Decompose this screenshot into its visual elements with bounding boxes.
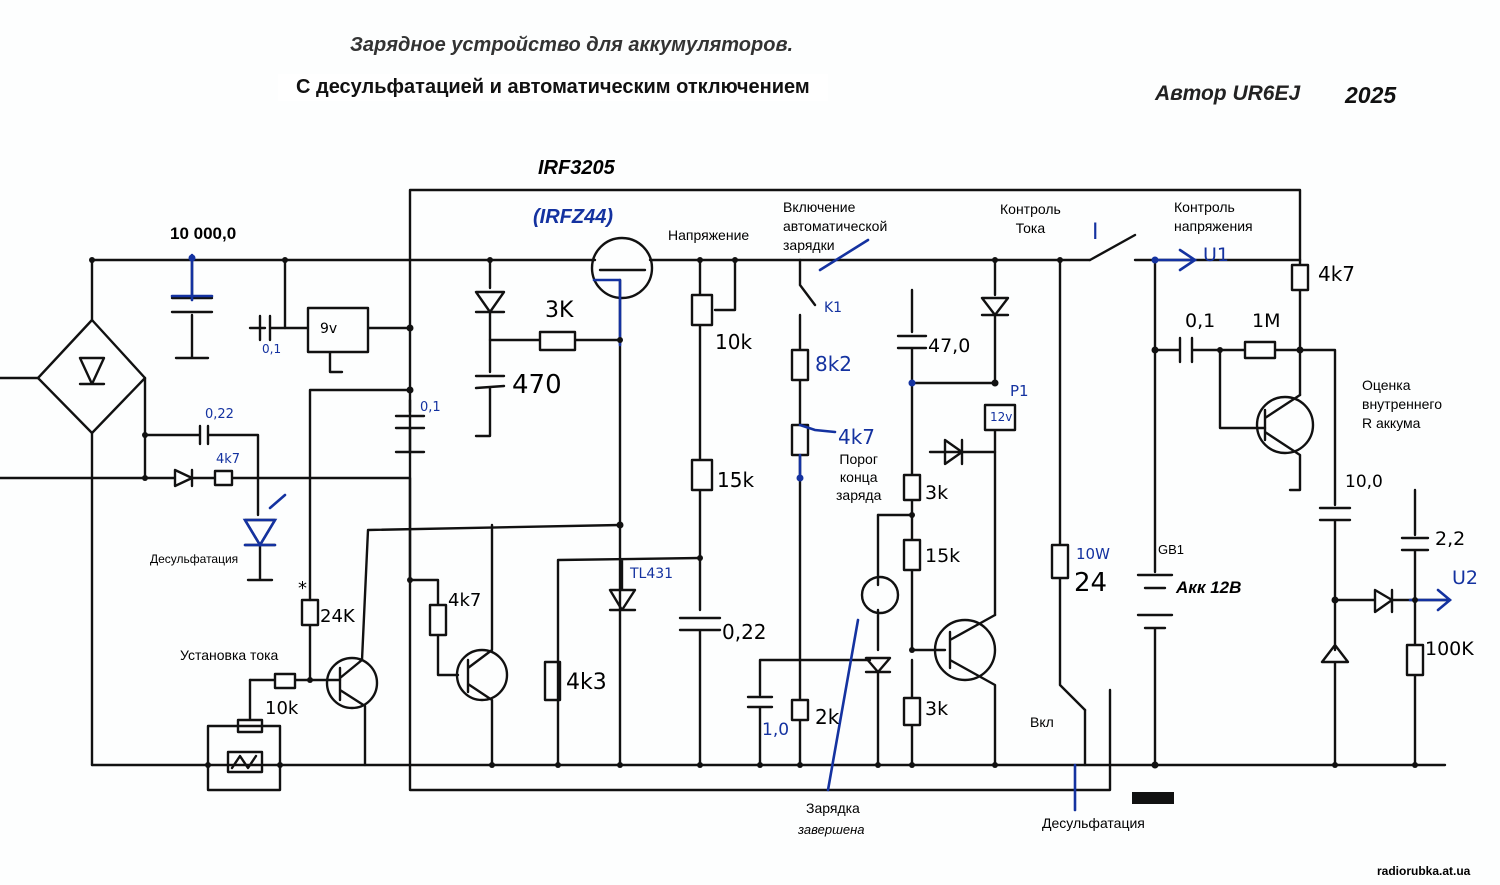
watermark: radiorubka.at.ua — [1377, 864, 1471, 878]
mosfet-alt-label: (IRFZ44) — [533, 206, 613, 228]
cap-47: 47,0 — [928, 335, 971, 357]
res-24k: 24K — [320, 606, 355, 627]
res-4k7-right: 4k7 — [1318, 262, 1356, 286]
res-4k7-trans: 4k7 — [448, 590, 482, 611]
res-10w: 10W — [1076, 545, 1110, 563]
cap-022-top: 0,22 — [205, 407, 234, 422]
desulf-led-label: Десульфатация — [150, 552, 239, 566]
battery-label: Акк 12В — [1176, 578, 1242, 597]
voltage-control-label: Контроль напряжения — [1174, 199, 1253, 234]
author-label: Автор UR6EJ — [1155, 82, 1301, 105]
regulator-label: 9v — [320, 321, 338, 337]
transistor-mid — [455, 523, 509, 767]
diagram-title: Зарядное устройство для аккумуляторов. — [350, 34, 794, 56]
tl431-label: TL431 — [630, 566, 674, 582]
relay-label: P1 — [1010, 382, 1029, 400]
res-3k-a: 3k — [925, 482, 949, 504]
cap-022-div: 0,22 — [722, 620, 767, 644]
main-cap-value: 10 000,0 — [170, 224, 237, 243]
switch-k1-label: K1 — [824, 300, 843, 316]
res-3k-gate: 3K — [545, 298, 574, 323]
current-control-label: Контроль Тока — [1000, 201, 1061, 236]
year-label: 2025 — [1345, 82, 1397, 108]
res-4k7-threshold: 4k7 — [838, 425, 876, 449]
res-1m: 1M — [1252, 310, 1281, 332]
current-symbol: I — [1092, 220, 1099, 245]
battery — [1133, 258, 1174, 797]
res-2k: 2k — [815, 705, 840, 729]
cap-470: 470 — [512, 370, 562, 400]
voltage-label: Напряжение — [668, 227, 750, 243]
transistor-right — [1255, 393, 1315, 492]
desulf-switch-label: Десульфатация — [1042, 815, 1145, 831]
cap-01-right: 0,1 — [1185, 310, 1216, 332]
auto-charge-label: Включение автоматической зарядки — [783, 199, 888, 253]
current-set-label: Установка тока — [180, 647, 279, 663]
res-4k7-led: 4k7 — [216, 452, 241, 467]
threshold-label: Порог конца заряда — [836, 451, 882, 503]
cap-2-2: 2,2 — [1435, 528, 1466, 550]
cap-10: 10,0 — [1345, 472, 1383, 492]
transistor-left — [325, 523, 622, 767]
charge-done-label-2: завершена — [798, 822, 865, 837]
mosfet-label: IRF3205 — [538, 157, 615, 179]
res-100k: 100K — [1425, 638, 1474, 660]
res-10k-volt: 10k — [715, 330, 753, 354]
regulator-9v — [283, 258, 412, 374]
res-15k-div: 15k — [717, 468, 755, 492]
relay-voltage-label: 12v — [990, 410, 1013, 424]
u1-label: U1 — [1203, 244, 1229, 266]
res-3k-b: 3k — [925, 698, 949, 720]
diagram-subtitle: С десульфатацией и автоматическим отключ… — [278, 74, 828, 101]
diode-bridge — [36, 318, 147, 435]
res-24: 24 — [1074, 568, 1108, 598]
cap-01-mid: 0,1 — [420, 400, 441, 415]
internal-r-label: Оценка внутреннего R аккума — [1362, 377, 1442, 431]
u2-label: U2 — [1452, 567, 1478, 589]
cap-01-left: 0,1 — [262, 342, 282, 356]
asterisk-mark: * — [298, 578, 307, 599]
switch-on-label: Вкл — [1030, 714, 1054, 730]
res-10k-pot: 10k — [265, 698, 299, 719]
charge-done-label: Зарядка — [806, 800, 860, 816]
battery-ref-label: GB1 — [1158, 542, 1185, 557]
res-8k2: 8k2 — [815, 352, 853, 376]
res-4k3: 4k3 — [566, 670, 607, 695]
transistor-right-mid — [933, 613, 997, 767]
cap-1-0: 1,0 — [762, 720, 790, 740]
res-15k-b: 15k — [925, 545, 961, 567]
